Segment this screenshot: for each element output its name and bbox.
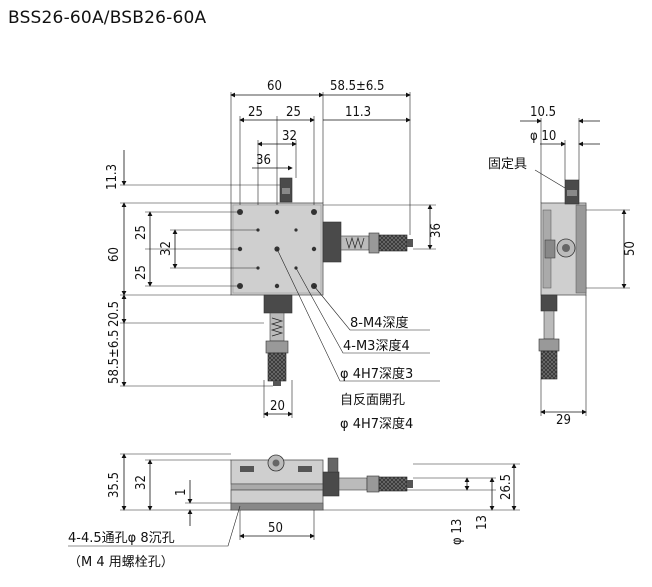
dim-60-left: 60 xyxy=(107,247,122,262)
dim-1: 1 xyxy=(174,489,189,496)
dim-32-front: 32 xyxy=(134,475,149,490)
callout-through-back: 自反面開孔 xyxy=(340,393,405,408)
dim-20-5: 20.5 xyxy=(107,301,122,327)
front-view: 35.5 32 1 50 13 φ 13 26.5 4-4.5通孔φ 8沉孔 （… xyxy=(68,453,520,570)
dim-26-5: 26.5 xyxy=(499,474,514,500)
dim-10-5: 10.5 xyxy=(530,105,556,120)
dim-phi-10: φ 10 xyxy=(530,129,556,144)
callout-4-m3: 4-M3深度4 xyxy=(343,338,410,354)
dim-11-3-left: 11.3 xyxy=(105,164,120,190)
callout-4h7-depth3: φ 4H7深度3 xyxy=(340,366,413,382)
leader-fixture xyxy=(534,169,566,189)
dim-50-side: 50 xyxy=(623,241,638,256)
dim-32-left: 32 xyxy=(159,241,174,256)
dim-11-3-top: 11.3 xyxy=(345,105,371,120)
dim-25-left-upper: 25 xyxy=(134,225,149,240)
dim-13: 13 xyxy=(475,515,490,530)
dim-50-front: 50 xyxy=(268,521,283,536)
leader-8-m4 xyxy=(313,285,430,331)
drawing-title: BSS26-60A/BSB26-60A xyxy=(8,8,207,28)
callout-8-m4: 8-M4深度 xyxy=(350,315,408,331)
dim-travel-top: 58.5±6.5 xyxy=(330,79,384,94)
leader-4h7 xyxy=(276,248,440,382)
fixture-label: 固定具 xyxy=(488,157,527,172)
callout-4h7-depth4: φ 4H7深度4 xyxy=(340,416,413,432)
dim-phi-13: φ 13 xyxy=(450,519,465,545)
dim-36-right: 36 xyxy=(429,223,444,238)
dim-29: 29 xyxy=(556,413,571,428)
top-view: 60 58.5±6.5 25 25 11.3 32 36 36 11.3 60 xyxy=(105,79,444,432)
side-view: 10.5 φ 10 固定具 50 29 xyxy=(488,105,638,428)
hole-note: 4-4.5通孔φ 8沉孔 xyxy=(68,531,175,546)
hole-note-sub: （M 4 用螺栓孔） xyxy=(68,555,174,570)
right-micrometer xyxy=(322,221,413,263)
dim-32-top: 32 xyxy=(282,129,297,144)
dim-36-top: 36 xyxy=(256,153,271,168)
leader-4-m3 xyxy=(295,267,430,354)
dim-25-left: 25 xyxy=(248,105,263,120)
dim-travel-left: 58.5±6.5 xyxy=(107,330,122,384)
dim-25-left-lower: 25 xyxy=(134,265,149,280)
dim-width-60: 60 xyxy=(267,79,282,94)
dim-20-bottom: 20 xyxy=(270,399,285,414)
bottom-micrometer xyxy=(263,294,293,386)
dim-35-5: 35.5 xyxy=(107,472,122,498)
leader-hole-note xyxy=(68,505,241,547)
dim-25-right: 25 xyxy=(286,105,301,120)
